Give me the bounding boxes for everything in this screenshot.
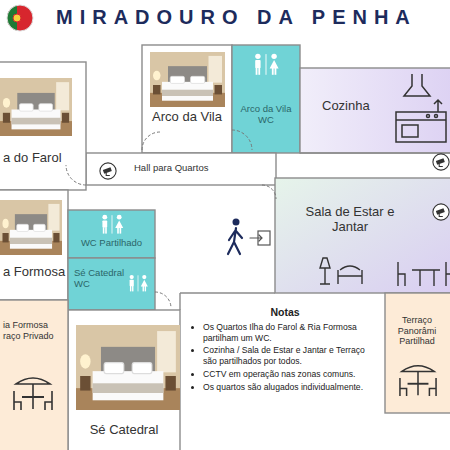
room-fills: [0, 62, 86, 190]
room-label: Hall para Quartos: [134, 162, 264, 173]
door-swings: [66, 130, 276, 308]
plan-title: MIRADOURO DA PENHA: [56, 6, 417, 29]
room-fills: [232, 45, 300, 153]
room-fills: [300, 68, 450, 153]
room-box: a do Farol: [0, 62, 86, 190]
terrace-symbols: [14, 366, 436, 410]
room-label: Sé Catedral: [68, 422, 180, 437]
terrace-symbols: [400, 366, 436, 396]
door-swings: [142, 132, 160, 150]
door-swings: [262, 185, 276, 199]
room-box: ia Formosa raço Privado: [0, 300, 68, 450]
door-swings: [66, 165, 86, 185]
room-label: a do Farol: [3, 150, 83, 165]
cctv-symbols: [100, 163, 116, 179]
room-label: Cozinha: [322, 98, 412, 113]
room-photos: [76, 325, 180, 410]
kitchen-symbol: [404, 74, 430, 96]
note-item: CCTV em operação nas zonas comuns.: [203, 369, 380, 380]
flag-icon: [13, 14, 21, 22]
room-fills: [385, 293, 450, 413]
flag-icon: [7, 5, 33, 31]
note-item: Os Quartos Ilha do Farol & Ria Formosa p…: [203, 322, 380, 343]
room-fills: [275, 178, 450, 293]
room-label: Arco da Vila WC: [236, 103, 296, 125]
wc-symbols: [130, 275, 148, 291]
door-swings: [155, 292, 171, 308]
room-box: Arco da Vila WC: [232, 45, 300, 153]
cctv-symbols: [433, 154, 449, 170]
room-photos: [0, 78, 72, 136]
kitchen-symbol: [402, 125, 418, 137]
living-symbols: [398, 262, 450, 286]
room-photos: [0, 52, 225, 410]
cctv-symbols: [433, 204, 449, 220]
kitchen-symbol: [396, 74, 446, 142]
room-box: Sé Catedral: [68, 310, 180, 450]
room-label: Terraço Panorâmi Partilhad: [387, 315, 447, 347]
living-symbols: [320, 258, 330, 284]
flag-icon: [7, 5, 33, 31]
room-photos: [150, 52, 225, 107]
living-symbols: [338, 266, 362, 284]
wc-symbols: [102, 215, 123, 234]
room-fills: [86, 153, 276, 185]
terrace-symbols: [14, 378, 52, 410]
wc-symbols: [255, 54, 278, 75]
kitchen-symbol: [434, 100, 442, 112]
flag-icon: [7, 5, 33, 31]
notes-panel: Notas Os Quartos Ilha do Farol & Ria Form…: [190, 306, 380, 394]
room-box: Sé Catedral WC: [68, 258, 155, 310]
room-label: WC Partilhado: [70, 237, 153, 248]
room-photos: [0, 200, 62, 255]
kitchen-symbol: [427, 115, 430, 118]
room-fills: [68, 210, 155, 258]
room-fills: [180, 153, 450, 310]
room-fills: [0, 300, 68, 450]
note-item: Cozinha / Sala de Estar e Jantar e Terra…: [203, 345, 380, 366]
notes-heading: Notas: [190, 306, 380, 318]
room-label: Arco da Vila: [142, 109, 232, 124]
wc-symbols: [102, 54, 278, 292]
kitchen-symbol: [396, 112, 446, 142]
room-label: ia Formosa raço Privado: [3, 320, 67, 341]
walking-person: [228, 228, 242, 254]
room-label: Sala de Estar e Jantar: [287, 204, 413, 235]
room-box: a Formosa: [0, 190, 68, 300]
room-fills: [0, 45, 450, 450]
walking-person: [228, 219, 270, 255]
room-box: Sala de Estar e Jantar: [275, 178, 450, 293]
room-box: WC Partilhado: [68, 210, 155, 258]
door-swings: [232, 130, 252, 150]
living-symbols: [320, 258, 450, 286]
room-box: Arco da Vila: [142, 45, 232, 153]
room-label: a Formosa: [3, 264, 67, 279]
room-fills: [0, 190, 68, 300]
note-item: Os quartos são alugados individualmente.: [203, 382, 380, 393]
room-box: Terraço Panorâmi Partilhad: [385, 293, 450, 413]
walking-person: [250, 235, 262, 241]
room-box: Hall para Quartos: [86, 153, 276, 185]
notes-list: Os Quartos Ilha do Farol & Ria Formosa p…: [190, 322, 380, 392]
room-label: Sé Catedral WC: [74, 267, 128, 289]
room-box: Cozinha: [300, 68, 450, 153]
walking-person: [233, 219, 240, 226]
room-fills: [68, 310, 180, 450]
flag-icon: [7, 5, 33, 31]
cctv-symbols: [100, 154, 449, 220]
kitchen-symbol: [396, 119, 446, 121]
room-fills: [142, 45, 232, 153]
room-fills: [68, 258, 155, 310]
kitchen-symbol: [435, 115, 438, 118]
